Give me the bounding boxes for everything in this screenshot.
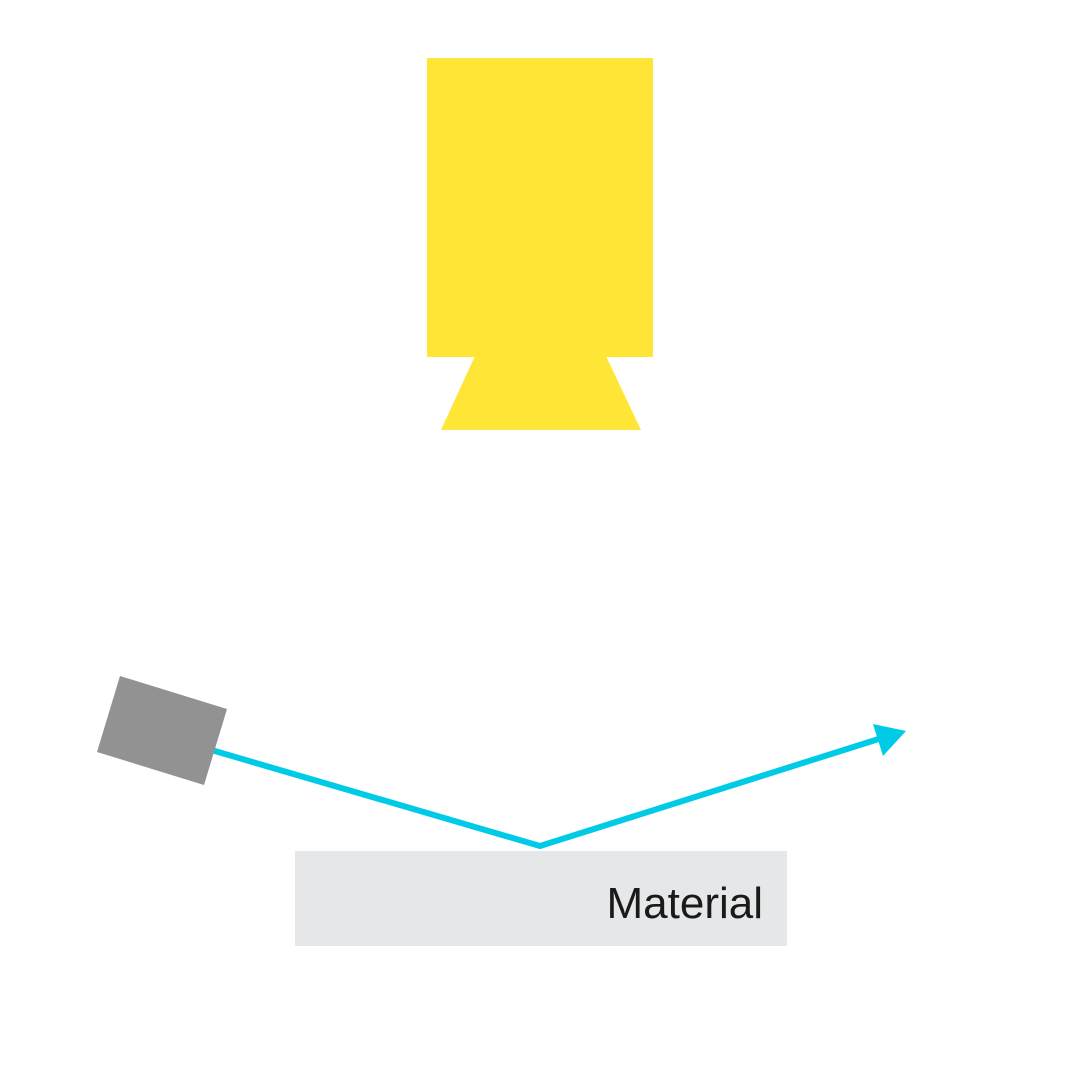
material-slab: Material: [295, 851, 787, 946]
source-block: [97, 676, 227, 785]
light-source-icon: [97, 676, 227, 785]
material-rect: [295, 851, 787, 946]
beam-arrowhead: [873, 724, 906, 756]
reflected-beam-arrow: [207, 724, 906, 850]
material-label: Material: [607, 879, 764, 928]
beam-path: [207, 734, 886, 850]
detector-lens: [441, 356, 641, 430]
camera-detector-icon: [427, 58, 653, 430]
detector-body: [427, 58, 653, 357]
